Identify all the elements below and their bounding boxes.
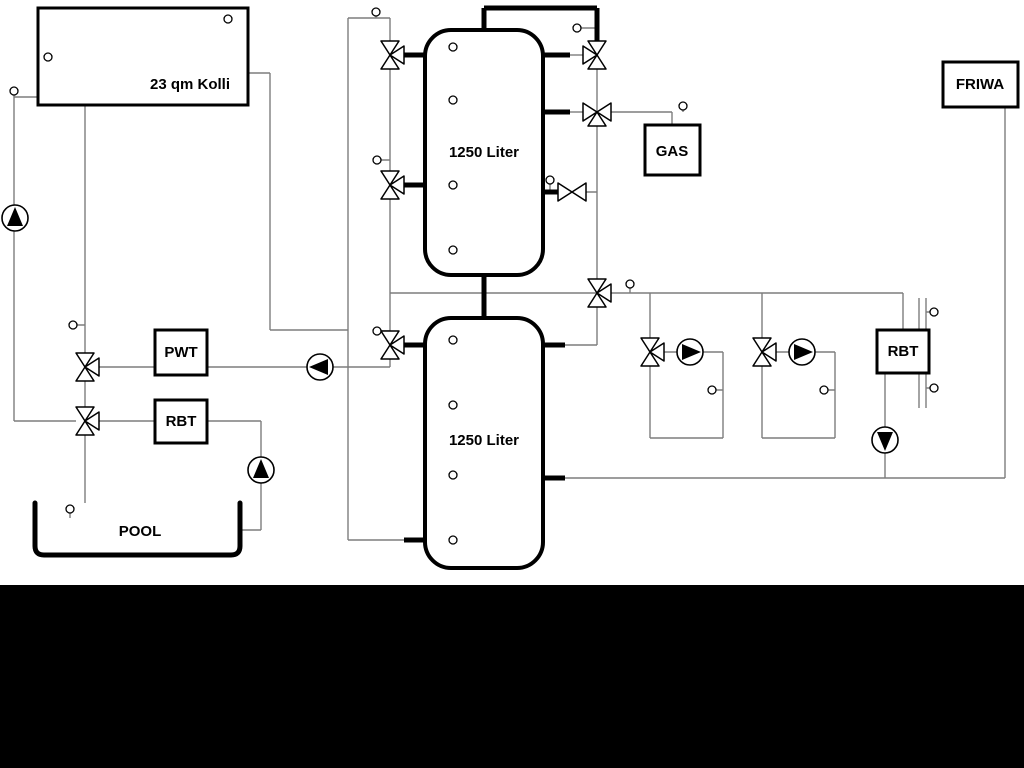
three-way-valve-icon <box>582 40 607 70</box>
gas-label: GAS <box>656 143 689 160</box>
pump-collector-icon <box>1 204 29 232</box>
rbt-right-label: RBT <box>888 343 919 360</box>
three-way-valve-icon <box>380 330 405 360</box>
pool-basin <box>32 500 243 558</box>
pump-heating-circuit-2-icon <box>788 338 816 366</box>
valves <box>75 40 777 436</box>
temperature-sensor-icon <box>448 470 458 480</box>
temperature-sensor-icon <box>678 101 688 111</box>
friwa-label: FRIWA <box>956 76 1004 93</box>
temperature-sensor-icon <box>65 504 75 514</box>
buffer-tank-bottom <box>423 316 545 570</box>
temperature-sensor-icon <box>448 42 458 52</box>
temperature-sensor-icon <box>448 535 458 545</box>
temperature-sensor-icon <box>448 180 458 190</box>
three-way-valve-icon <box>380 40 405 70</box>
pump-pool-icon <box>247 456 275 484</box>
rbt-right-box <box>875 328 931 375</box>
three-way-valve-icon <box>587 278 612 308</box>
three-way-valve-icon <box>75 406 100 436</box>
temperature-sensor-icon <box>545 175 555 185</box>
pump-pwt-icon <box>306 353 334 381</box>
temperature-sensor-icon <box>448 335 458 345</box>
pwt-exchanger-box <box>153 328 209 377</box>
temperature-sensor-icon <box>43 52 53 62</box>
temperature-sensor-icon <box>625 279 635 289</box>
blank-footer-bar <box>0 585 1024 768</box>
temperature-sensor-icon <box>68 320 78 330</box>
pumps <box>1 204 899 484</box>
three-way-valve-icon <box>752 337 777 367</box>
pump-rbt-icon <box>871 426 899 454</box>
thick-pipes <box>404 5 600 543</box>
three-way-valve-icon <box>380 170 405 200</box>
gas-boiler-box <box>643 123 702 177</box>
tank-bottom-label: 1250 Liter <box>449 432 519 449</box>
valve-icon <box>557 182 587 202</box>
buffer-tank-top <box>423 28 545 277</box>
three-way-valve-icon <box>582 102 612 127</box>
rbt-left-label: RBT <box>166 413 197 430</box>
temperature-sensor-icon <box>819 385 829 395</box>
temperature-sensor-icon <box>929 383 939 393</box>
rbt-left-box <box>153 398 209 445</box>
tank-top-label: 1250 Liter <box>449 144 519 161</box>
three-way-valve-icon <box>75 352 100 382</box>
temperature-sensor-icon <box>448 245 458 255</box>
pool-label: POOL <box>119 523 162 540</box>
pwt-label: PWT <box>164 344 197 361</box>
pump-heating-circuit-1-icon <box>676 338 704 366</box>
temperature-sensor-icon <box>372 326 382 336</box>
temperature-sensors <box>9 7 939 545</box>
temperature-sensor-icon <box>572 23 582 33</box>
collector-label: 23 qm Kolli <box>150 76 230 93</box>
temperature-sensor-icon <box>448 95 458 105</box>
temperature-sensor-icon <box>9 86 19 96</box>
solar-collector-box <box>36 6 250 107</box>
friwa-station-box <box>941 60 1020 109</box>
temperature-sensor-icon <box>448 400 458 410</box>
temperature-sensor-icon <box>371 7 381 17</box>
three-way-valve-icon <box>640 337 665 367</box>
temperature-sensor-icon <box>372 155 382 165</box>
temperature-sensor-icon <box>223 14 233 24</box>
temperature-sensor-icon <box>929 307 939 317</box>
temperature-sensor-icon <box>707 385 717 395</box>
